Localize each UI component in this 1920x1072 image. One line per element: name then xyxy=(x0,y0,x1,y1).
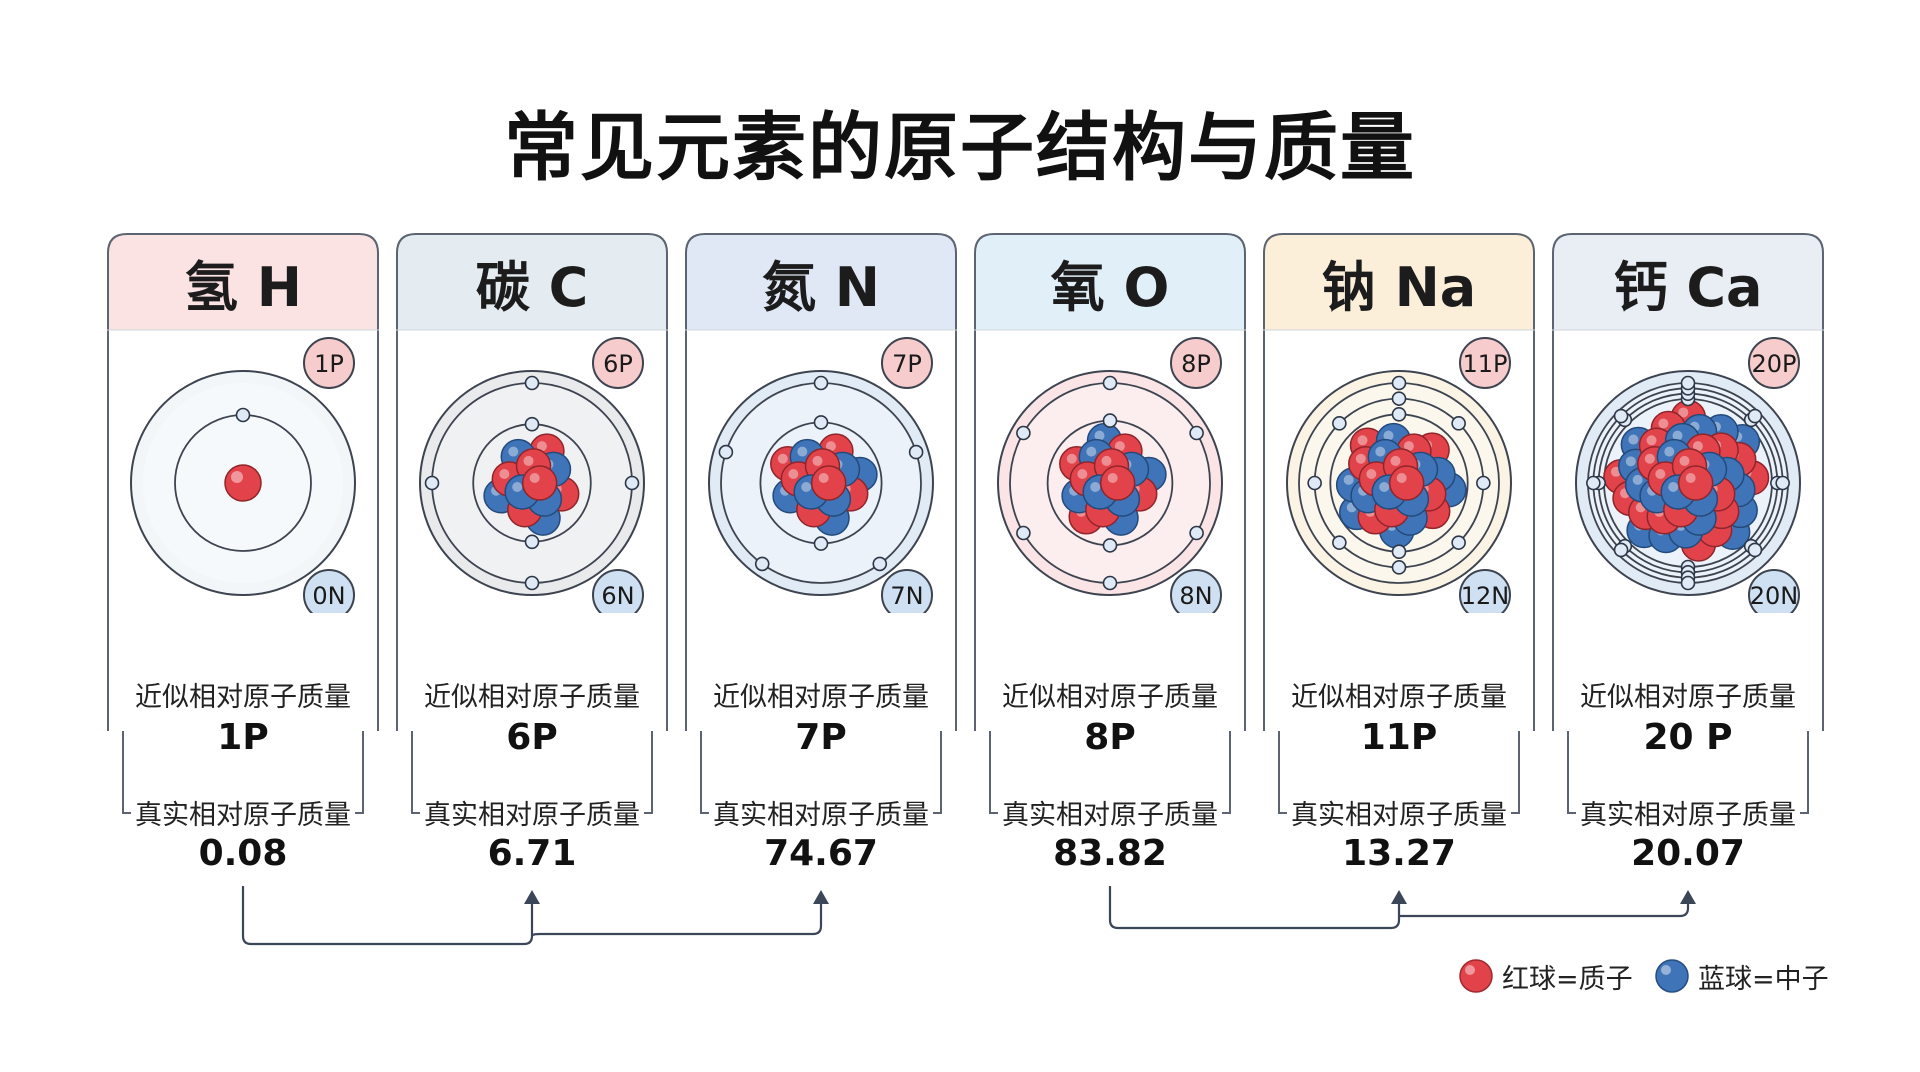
approx-mass-label: 近似相对原子质量 xyxy=(1580,682,1796,713)
card-frame xyxy=(396,233,668,814)
svg-text:8N: 8N xyxy=(1179,582,1212,610)
neutron-count-badge: 7N xyxy=(881,569,933,613)
legend-proton: 红球=质子 xyxy=(1458,956,1633,996)
svg-text:12N: 12N xyxy=(1461,582,1510,610)
svg-text:7N: 7N xyxy=(890,582,923,610)
element-name: 碳 C xyxy=(475,256,589,319)
true-mass-value: 74.67 xyxy=(764,833,878,874)
true-mass-label: 真实相对原子质量 xyxy=(135,800,351,831)
proton-ball-icon xyxy=(1459,959,1493,993)
approx-mass-label: 近似相对原子质量 xyxy=(713,682,929,713)
approx-mass-value: 8P xyxy=(1084,717,1136,758)
atom-diagram: 8P 8N xyxy=(997,337,1223,613)
svg-text:8P: 8P xyxy=(1181,350,1211,378)
svg-text:6P: 6P xyxy=(603,350,633,378)
card-frame xyxy=(1263,233,1535,814)
atom-diagram: 6P 6N xyxy=(419,337,645,613)
true-mass-label: 真实相对原子质量 xyxy=(1002,800,1218,831)
neutron-count-badge: 0N xyxy=(303,569,355,613)
atom-diagram: 1P 0N xyxy=(130,337,356,613)
true-mass-value: 20.07 xyxy=(1631,833,1745,874)
svg-text:20P: 20P xyxy=(1751,350,1796,378)
card-frame xyxy=(974,233,1246,814)
true-mass-value: 6.71 xyxy=(487,833,577,874)
true-mass-label: 真实相对原子质量 xyxy=(1291,800,1507,831)
atom-diagram: 7P 7N xyxy=(708,337,934,613)
card-frame xyxy=(1552,233,1824,814)
atom-diagram: 20P 20N xyxy=(1575,337,1801,613)
element-name: 钠 Na xyxy=(1321,256,1477,319)
neutron-count-badge: 12N xyxy=(1459,569,1511,613)
true-mass-value: 0.08 xyxy=(198,833,288,874)
approx-mass-value: 7P xyxy=(795,717,847,758)
proton-count-badge: 7P xyxy=(881,337,933,389)
atom-diagram: 11P 12N xyxy=(1286,337,1512,613)
card-frame xyxy=(685,233,957,814)
approx-mass-label: 近似相对原子质量 xyxy=(1002,682,1218,713)
element-name: 氮 N xyxy=(762,256,880,319)
proton-count-badge: 11P xyxy=(1459,337,1511,389)
approx-mass-value: 1P xyxy=(217,717,269,758)
element-name: 钙 Ca xyxy=(1613,256,1763,319)
svg-text:6N: 6N xyxy=(601,582,634,610)
card-frame xyxy=(107,233,379,814)
approx-mass-label: 近似相对原子质量 xyxy=(424,682,640,713)
true-mass-value: 13.27 xyxy=(1342,833,1456,874)
neutron-count-badge: 8N xyxy=(1170,569,1222,613)
proton-count-badge: 8P xyxy=(1170,337,1222,389)
legend-neutron: 蓝球=中子 xyxy=(1654,956,1829,996)
approx-mass-value: 20 P xyxy=(1643,717,1733,758)
legend-neutron-label: 蓝球=中子 xyxy=(1698,963,1829,995)
svg-text:11P: 11P xyxy=(1462,350,1507,378)
legend-proton-label: 红球=质子 xyxy=(1502,963,1633,995)
neutron-count-badge: 20N xyxy=(1748,569,1800,613)
true-mass-value: 83.82 xyxy=(1053,833,1167,874)
svg-text:7P: 7P xyxy=(892,350,922,378)
true-mass-label: 真实相对原子质量 xyxy=(1580,800,1796,831)
proton-count-badge: 20P xyxy=(1748,337,1800,389)
neutron-ball-icon xyxy=(1655,959,1689,993)
true-mass-label: 真实相对原子质量 xyxy=(424,800,640,831)
approx-mass-label: 近似相对原子质量 xyxy=(135,682,351,713)
svg-text:1P: 1P xyxy=(314,350,344,378)
svg-text:20N: 20N xyxy=(1750,582,1799,610)
true-mass-label: 真实相对原子质量 xyxy=(713,800,929,831)
svg-text:0N: 0N xyxy=(312,582,345,610)
neutron-count-badge: 6N xyxy=(592,569,644,613)
element-name: 氧 O xyxy=(1050,256,1170,319)
approx-mass-value: 6P xyxy=(506,717,558,758)
approx-mass-value: 11P xyxy=(1360,717,1438,758)
approx-mass-label: 近似相对原子质量 xyxy=(1291,682,1507,713)
proton-count-badge: 1P xyxy=(303,337,355,389)
page-title: 常见元素的原子结构与质量 xyxy=(504,105,1416,191)
element-name: 氢 H xyxy=(184,256,302,319)
proton-count-badge: 6P xyxy=(592,337,644,389)
